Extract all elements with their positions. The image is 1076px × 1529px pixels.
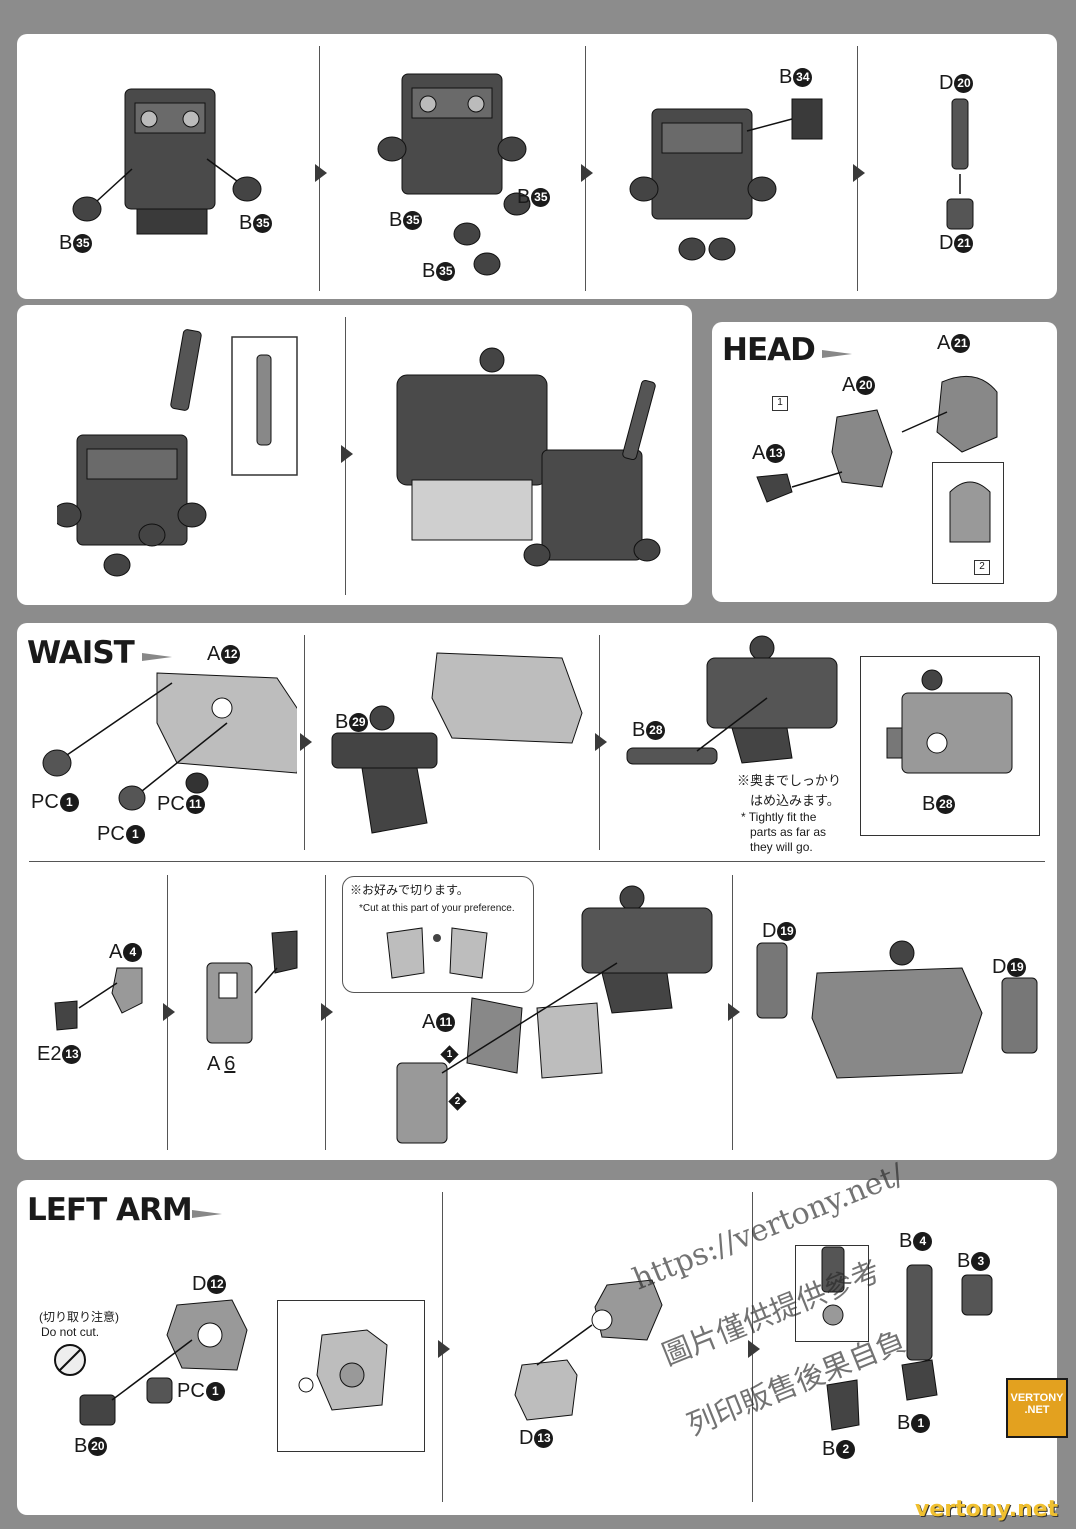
waist-diagram-5 <box>206 930 298 1044</box>
order-marker: 1 <box>440 1045 459 1064</box>
torso-with-pipe-diagram <box>57 329 298 577</box>
arm-diagram-1 <box>79 1299 248 1426</box>
waist-diagram-4 <box>54 967 143 1031</box>
title-tail <box>192 1210 222 1218</box>
section-title: LEFT ARM <box>27 1192 193 1228</box>
waist-diagram-2 <box>331 652 583 834</box>
step-arrow <box>581 164 593 182</box>
step-arrow <box>853 164 865 182</box>
waist-diagram-6 <box>396 885 713 1144</box>
divider <box>29 861 1045 862</box>
logo-line-2: .NET <box>1024 1404 1050 1416</box>
site-watermark: vertony.net <box>915 1497 1059 1522</box>
waist-diagram-1 <box>42 672 297 811</box>
torso-diagram-2 <box>377 73 531 276</box>
torso-diagram-1 <box>72 88 262 235</box>
fit-note-en-2: parts as far as <box>750 825 827 839</box>
step-arrow <box>341 445 353 463</box>
step-box: 1 <box>772 396 788 411</box>
fit-note-jp-2: はめ込みます。 <box>750 793 840 808</box>
step-arrow <box>163 1003 175 1021</box>
waist-diagram-7 <box>756 940 1038 1079</box>
head-detail-diagram <box>949 481 991 543</box>
fit-note-en-1: * Tightly fit the <box>741 810 817 824</box>
section-title: HEAD <box>722 332 816 368</box>
step-arrow <box>321 1003 333 1021</box>
head-diagram <box>756 375 998 503</box>
vertony-logo: VERTONY .NET <box>1006 1378 1068 1438</box>
title-tail <box>822 350 852 358</box>
waist-detail-diagram <box>886 669 1013 774</box>
waist-diagram-3 <box>626 635 838 765</box>
title-tail <box>142 653 172 661</box>
step-arrow <box>300 733 312 751</box>
cut-detail-diagram <box>386 927 488 979</box>
cut-note-en: *Cut at this part of your preference. <box>359 903 515 914</box>
do-not-cut-icon <box>54 1344 86 1376</box>
step-arrow <box>595 733 607 751</box>
torso-diagram-3 <box>629 98 823 261</box>
arm-diagram-3 <box>821 1246 993 1431</box>
fit-note-en-3: they will go. <box>750 840 813 854</box>
pipe-diagram <box>946 98 974 230</box>
arm-diagram-2 <box>514 1279 663 1421</box>
step-arrow <box>748 1340 760 1358</box>
section-title: WAIST <box>27 635 135 671</box>
torso-and-chest-diagram <box>396 347 661 567</box>
fit-note-jp-1: ※奥までしっかり <box>737 773 842 788</box>
step-arrow <box>315 164 327 182</box>
arm-detail-diagram <box>298 1329 388 1411</box>
step-box: 2 <box>974 560 990 575</box>
logo-line-1: VERTONY <box>1010 1392 1064 1404</box>
cut-note-jp: ※お好みで切ります。 <box>350 883 469 897</box>
warn-note-jp: (切り取り注意) <box>39 1310 119 1324</box>
panel-torso-assembly <box>17 305 692 605</box>
step-arrow <box>438 1340 450 1358</box>
warn-note-en: Do not cut. <box>41 1325 100 1339</box>
order-marker: 2 <box>448 1092 467 1111</box>
step-arrow <box>728 1003 740 1021</box>
